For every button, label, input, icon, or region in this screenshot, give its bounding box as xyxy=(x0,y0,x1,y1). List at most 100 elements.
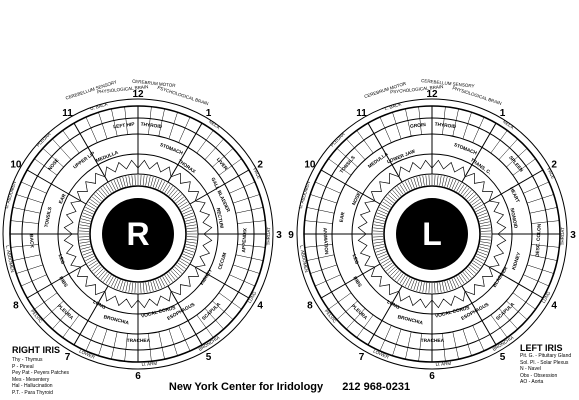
striation-line xyxy=(480,230,491,232)
striation-line xyxy=(439,175,442,186)
striation-line xyxy=(88,201,98,208)
striation-line xyxy=(419,281,423,292)
iris-ring xyxy=(383,185,481,283)
clock-number: 3 xyxy=(276,230,282,241)
striation-line xyxy=(79,224,90,227)
footer-phone: 212 968-0231 xyxy=(342,381,411,393)
striation-line xyxy=(110,277,116,287)
sector-line xyxy=(26,263,87,299)
striation-line xyxy=(373,230,384,232)
striation-line xyxy=(460,186,467,195)
legend-entry: AO - Aorta xyxy=(520,379,544,385)
sector-line xyxy=(472,116,485,143)
clock-number: 10 xyxy=(10,160,22,171)
striation-line xyxy=(147,176,151,187)
sector-line xyxy=(512,158,536,176)
sector-line xyxy=(26,169,87,205)
striation-line xyxy=(180,258,190,264)
striation-line xyxy=(444,281,448,292)
sector-line xyxy=(204,308,224,330)
striation-line xyxy=(472,201,482,208)
striation-line xyxy=(373,236,384,238)
striation-line xyxy=(449,178,454,189)
clock-number: 10 xyxy=(304,160,316,171)
striation-line xyxy=(476,209,487,215)
sector-line xyxy=(20,181,47,194)
striation-line xyxy=(185,218,196,222)
striation-line xyxy=(100,271,108,281)
striation-line xyxy=(480,241,491,244)
striation-line xyxy=(98,189,106,198)
sector-line xyxy=(73,122,109,183)
organ-zone-label: SCAPULA xyxy=(201,301,222,322)
striation-line xyxy=(466,192,474,200)
striation-line xyxy=(157,278,163,289)
striation-line xyxy=(451,179,457,190)
legend-entry: Pit. G. - Pituitary Gland xyxy=(520,353,572,359)
sector-line xyxy=(405,331,412,360)
sector-line xyxy=(218,158,242,176)
striation-line xyxy=(180,204,190,210)
sector-line xyxy=(531,244,560,248)
sector-line xyxy=(483,169,544,205)
sector-line xyxy=(111,108,118,137)
striation-line xyxy=(131,175,134,186)
sector-line xyxy=(233,264,260,274)
sector-line xyxy=(178,116,191,143)
rim-zone-label: PELVIC xyxy=(30,308,44,324)
striation-line xyxy=(186,227,197,230)
organ-zone-label: ANIMATION xyxy=(321,228,329,256)
striation-line xyxy=(96,268,104,276)
sector-line xyxy=(168,329,178,356)
striation-line xyxy=(449,279,454,290)
striation-line xyxy=(373,241,384,244)
striation-line xyxy=(90,262,99,269)
sector-line xyxy=(462,112,472,139)
sector-line xyxy=(328,292,352,310)
sector-line xyxy=(320,169,381,205)
striation-line xyxy=(162,276,168,286)
striation-line xyxy=(116,279,121,290)
striation-line xyxy=(82,212,93,217)
organ-zone-label: THORAX xyxy=(177,158,198,175)
striation-line xyxy=(446,280,451,291)
striation-line xyxy=(86,204,96,210)
sector-line xyxy=(62,130,80,154)
striation-line xyxy=(140,175,142,186)
striation-line xyxy=(399,184,406,194)
clock-number: 1 xyxy=(500,108,506,119)
striation-line xyxy=(113,179,119,190)
striation-line xyxy=(384,262,393,269)
striation-line xyxy=(478,248,489,253)
sector-line xyxy=(229,181,256,194)
rim-zone-label: LUNG xyxy=(247,290,258,304)
rim-zone-label: LUNG xyxy=(541,290,552,304)
sector-line xyxy=(10,220,39,224)
organ-zone-label: LEG xyxy=(351,254,360,265)
striation-line xyxy=(183,251,194,256)
striation-line xyxy=(375,215,386,220)
striation-line xyxy=(410,279,415,290)
striation-line xyxy=(419,176,423,187)
sector-line xyxy=(124,106,128,135)
iris-ring xyxy=(2,98,274,370)
clock-number: 2 xyxy=(551,160,557,171)
legend-entry: Hal - Hallucination xyxy=(12,383,53,389)
striation-line xyxy=(410,178,415,189)
striation-line xyxy=(402,182,408,192)
striation-line xyxy=(182,253,193,259)
striation-line xyxy=(441,281,445,292)
sector-line xyxy=(98,329,108,356)
striation-line xyxy=(376,212,387,217)
organ-zone-label: TRANS. C. xyxy=(469,157,492,176)
sector-line xyxy=(527,194,554,204)
sector-line xyxy=(314,181,341,194)
striation-line xyxy=(81,215,92,220)
rim-zone-label: L. ABDOMEN xyxy=(5,245,15,273)
striation-line xyxy=(374,246,385,250)
striation-line xyxy=(374,221,385,225)
sector-line xyxy=(124,333,128,362)
organ-zone-label: KIDNEY xyxy=(511,251,522,271)
striation-line xyxy=(444,176,448,187)
footer: New York Center for Iridology 212 968-02… xyxy=(0,381,579,393)
